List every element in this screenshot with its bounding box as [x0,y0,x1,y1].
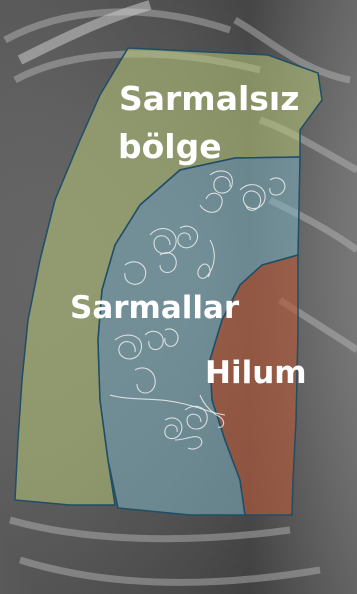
label-sarmalsiz-line1: Sarmalsız [119,79,299,118]
label-sarmallar: Sarmallar [70,290,240,326]
label-hilum: Hilum [205,355,307,391]
label-sarmalsiz-line2: bölge [118,127,222,166]
